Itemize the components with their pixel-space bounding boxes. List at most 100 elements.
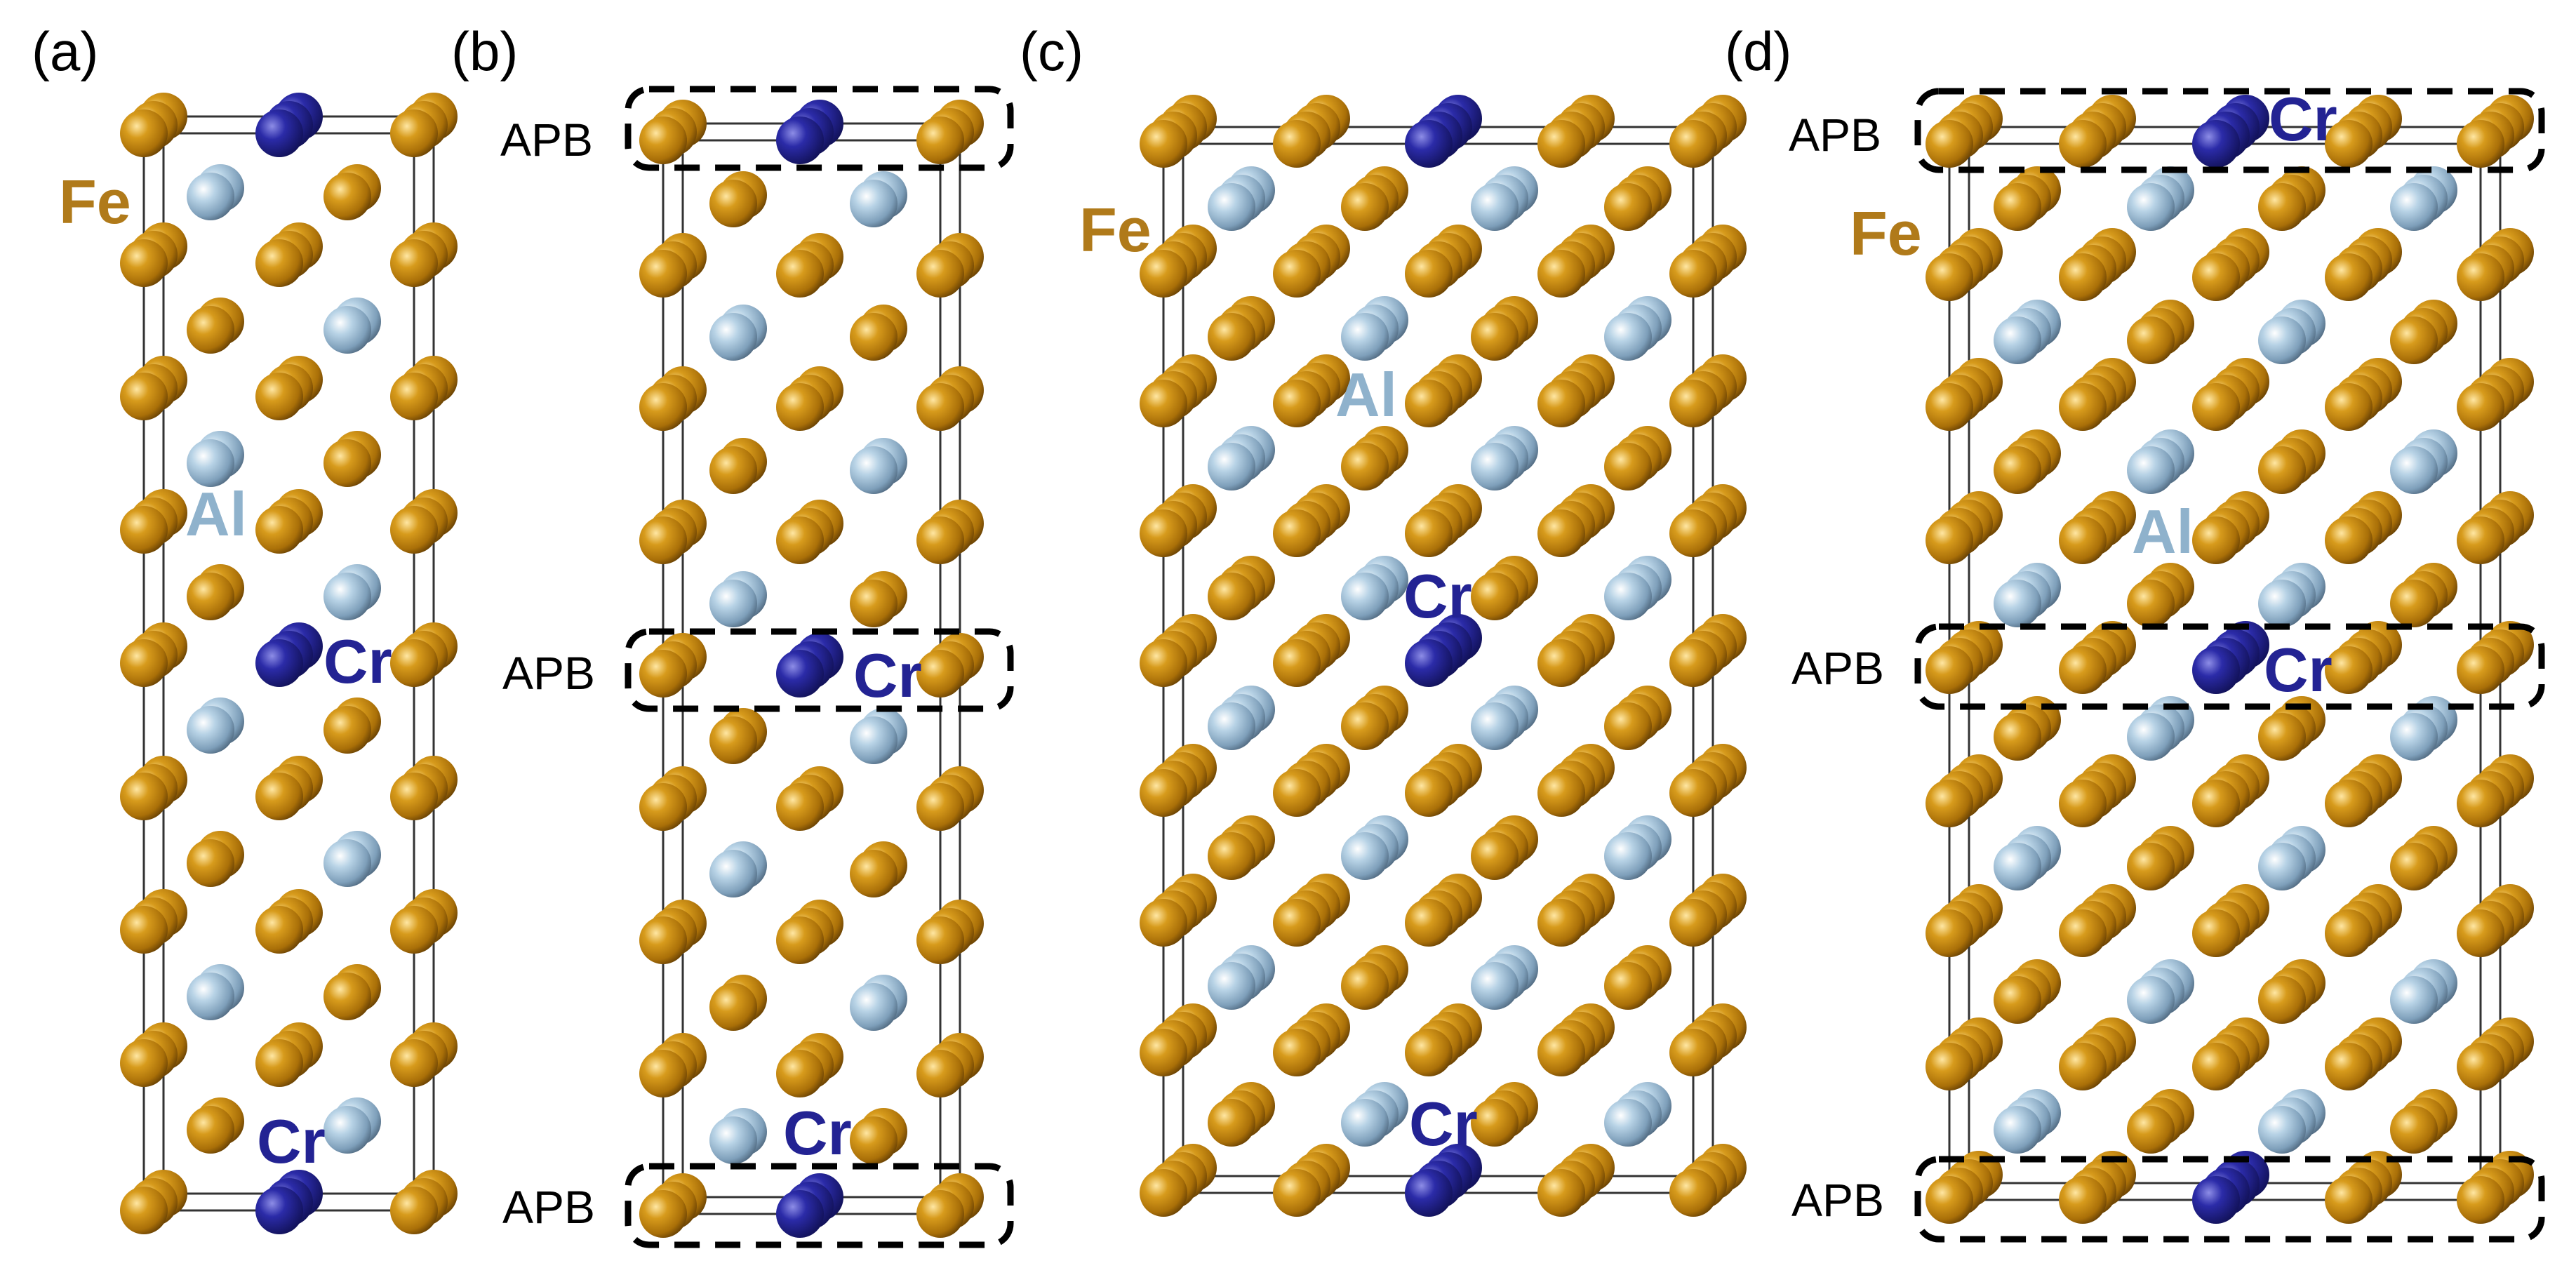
panel-b-atom-r6-c0-layer-0 xyxy=(639,916,687,964)
panel-c-inner-r0-c0-layer-0 xyxy=(1208,183,1255,231)
panel-d-atom-r8-c1-layer-0 xyxy=(2059,1176,2107,1224)
panel-d-atom-r6-c4-layer-0 xyxy=(2457,909,2504,957)
panel-c-inner-r3-c2-layer-0 xyxy=(1471,573,1519,620)
panel-c-atom-r7-c3-layer-0 xyxy=(1537,1029,1585,1076)
panel-d-cr-label-2: Cr xyxy=(2264,635,2333,705)
panel-a-inner-r4-c1-layer-0 xyxy=(323,706,371,754)
panel-c-atom-r4-c1-layer-0 xyxy=(1273,639,1321,687)
panel-d-atoms xyxy=(1926,95,2534,1224)
panel-a-atom-r1-c1-layer-0 xyxy=(255,239,303,287)
panel-a-atom-r5-c2-layer-0 xyxy=(390,773,438,820)
panel-d-atom-r8-c4-layer-0 xyxy=(2457,1176,2504,1224)
panel-c-al-label: Al xyxy=(1335,360,1397,429)
panel-c-inner-r4-c0-layer-0 xyxy=(1208,702,1255,750)
panel-d-atom-r8-c0-layer-0 xyxy=(1926,1176,1973,1224)
panel-c-atom-r3-c2-layer-0 xyxy=(1405,509,1453,557)
panel-d-atom-r6-c2-layer-0 xyxy=(2192,909,2240,957)
panel-b-atom-r4-c2-layer-0 xyxy=(916,650,964,697)
panel-a-fe-label: Fe xyxy=(59,167,131,236)
panel-c-atom-r4-c4-layer-0 xyxy=(1669,639,1717,687)
panel-a-cr-label-1: Cr xyxy=(323,627,392,696)
panel-b-label: (b) xyxy=(451,20,518,82)
panel-d-inner-r4-c0-layer-0 xyxy=(1994,713,2041,761)
panel-a-atoms xyxy=(120,93,458,1234)
panel-c-inner-r1-c2-layer-0 xyxy=(1471,313,1519,361)
panel-d-inner-r0-c2-layer-0 xyxy=(2258,183,2306,231)
panel-d-apb-box-bottom xyxy=(1914,1156,2545,1243)
panel-c-fe-label: Fe xyxy=(1079,195,1152,265)
panel-c-atoms xyxy=(1140,95,1747,1217)
panel-d-atom-r0-c3-layer-0 xyxy=(2325,120,2373,168)
panel-a-atom-r7-c1-layer-0 xyxy=(255,1039,303,1087)
panel-c-atom-r2-c0-layer-0 xyxy=(1140,380,1187,427)
panel-c-inner-r1-c0-layer-0 xyxy=(1208,313,1255,361)
panel-a-atom-r1-c2-layer-0 xyxy=(390,239,438,287)
panel-a-inner-r5-c0-layer-0 xyxy=(187,839,234,887)
panel-c-atom-r5-c0-layer-0 xyxy=(1140,769,1187,817)
panel-d-label: (d) xyxy=(1725,20,1791,82)
panel-a-atom-r0-c2-layer-0 xyxy=(390,109,438,157)
panel-c-inner-r2-c0-layer-0 xyxy=(1208,443,1255,490)
panel-c-inner-r2-c2-layer-0 xyxy=(1471,443,1519,490)
panel-a-atom-r7-c0-layer-0 xyxy=(120,1039,168,1087)
panel-c-cr-label-1: Cr xyxy=(1403,561,1472,631)
panel-c-atom-r7-c4-layer-0 xyxy=(1669,1029,1717,1076)
panel-b-apb-box-middle xyxy=(625,628,1014,712)
panel-c-atom-r7-c0-layer-0 xyxy=(1140,1029,1187,1076)
panel-d-inner-r0-c1-layer-0 xyxy=(2127,183,2175,231)
panel-d-fe-label: Fe xyxy=(1850,199,1922,268)
panel-d-atom-r1-c3-layer-0 xyxy=(2325,253,2373,301)
panel-a-atom-r4-c2-layer-0 xyxy=(390,639,438,687)
panel-b-atom-r1-c1-layer-0 xyxy=(776,250,824,298)
panel-b: (b) APB APB APB Cr Cr xyxy=(451,20,1014,1248)
panel-c-atom-r8-c0-layer-0 xyxy=(1140,1169,1187,1217)
panel-a-atom-r3-c1-layer-0 xyxy=(255,506,303,554)
panel-d-inner-r4-c3-layer-0 xyxy=(2390,713,2438,761)
panel-c-atom-r3-c3-layer-0 xyxy=(1537,509,1585,557)
panel-b-atom-r3-c2-layer-0 xyxy=(916,516,964,564)
panel-c-inner-r0-c2-layer-0 xyxy=(1471,183,1519,231)
panel-b-atom-r8-c0-layer-0 xyxy=(639,1190,687,1238)
panel-b-atom-r0-c0-layer-0 xyxy=(639,116,687,164)
panel-b-inner-r5-c0-layer-0 xyxy=(709,850,757,897)
panel-b-atoms xyxy=(639,100,984,1238)
panel-b-atom-r3-c0-layer-0 xyxy=(639,516,687,564)
panel-a-atom-r1-c0-layer-0 xyxy=(120,239,168,287)
panel-c-atom-r8-c4-layer-0 xyxy=(1669,1169,1717,1217)
panel-b-apb-label-middle: APB xyxy=(502,647,595,699)
panel-d-inner-r1-c0-layer-0 xyxy=(1994,316,2041,364)
panel-d-atom-r8-c3-layer-0 xyxy=(2325,1176,2373,1224)
panel-d-atom-r1-c0-layer-0 xyxy=(1926,253,1973,301)
panel-c-atom-r3-c0-layer-0 xyxy=(1140,509,1187,557)
panel-c-atom-r2-c3-layer-0 xyxy=(1537,380,1585,427)
panel-b-inner-r6-c1-layer-0 xyxy=(850,983,897,1031)
panel-d-inner-r6-c0-layer-0 xyxy=(1994,976,2041,1024)
panel-c-atom-r8-c2-layer-0 xyxy=(1405,1169,1453,1217)
panel-c-inner-r6-c2-layer-0 xyxy=(1471,962,1519,1010)
panel-d-atom-r3-c2-layer-0 xyxy=(2192,516,2240,564)
panel-d-atom-r2-c2-layer-0 xyxy=(2192,383,2240,431)
panel-c-atom-r0-c2-layer-0 xyxy=(1405,120,1453,168)
panel-b-inner-r2-c1-layer-0 xyxy=(850,446,897,494)
panel-c-atom-r7-c2-layer-0 xyxy=(1405,1029,1453,1076)
panel-c-atom-r3-c1-layer-0 xyxy=(1273,509,1321,557)
panel-b-atom-r4-c1-layer-0 xyxy=(776,650,824,697)
panel-c-atom-r1-c4-layer-0 xyxy=(1669,250,1717,298)
panel-a-atom-r7-c2-layer-0 xyxy=(390,1039,438,1087)
panel-d-atom-r7-c3-layer-0 xyxy=(2325,1043,2373,1090)
panel-c-inner-r5-c0-layer-0 xyxy=(1208,832,1255,880)
panel-c-atom-r6-c1-layer-0 xyxy=(1273,899,1321,947)
panel-d-inner-r2-c2-layer-0 xyxy=(2258,446,2306,494)
panel-d-atom-r2-c4-layer-0 xyxy=(2457,383,2504,431)
panel-c-inner-r3-c0-layer-0 xyxy=(1208,573,1255,620)
panel-c-atom-r2-c4-layer-0 xyxy=(1669,380,1717,427)
panel-d-inner-r5-c2-layer-0 xyxy=(2258,843,2306,890)
panel-d-atom-r5-c3-layer-0 xyxy=(2325,780,2373,827)
panel-c-inner-r6-c0-layer-0 xyxy=(1208,962,1255,1010)
panel-d-inner-r7-c3-layer-0 xyxy=(2390,1106,2438,1154)
panel-d-inner-r0-c3-layer-0 xyxy=(2390,183,2438,231)
panel-c-inner-r7-c0-layer-0 xyxy=(1208,1099,1255,1147)
panel-b-apb-box-bottom xyxy=(625,1163,1014,1248)
panel-d-inner-r6-c2-layer-0 xyxy=(2258,976,2306,1024)
panel-a-atom-r0-c0-layer-0 xyxy=(120,109,168,157)
